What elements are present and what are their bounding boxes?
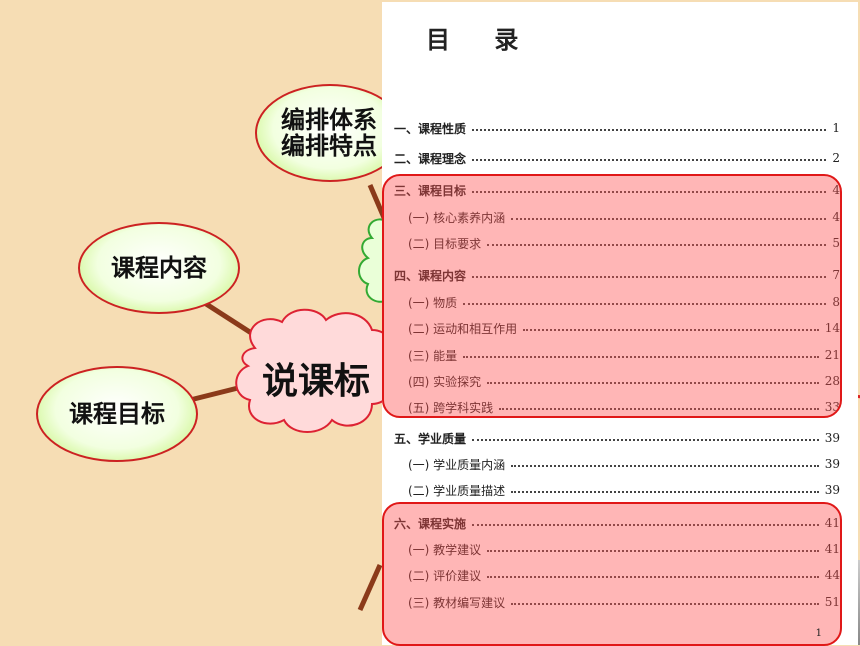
- toc-entry-leader: [463, 356, 819, 358]
- toc-entry[interactable]: (二) 评价建议 44: [408, 565, 840, 585]
- toc-entry-leader: [487, 382, 819, 384]
- toc-entry[interactable]: 二、课程理念 2: [394, 148, 840, 168]
- toc-entry[interactable]: (四) 实验探究 28: [408, 371, 840, 391]
- toc-entry[interactable]: (三) 教材编写建议 51: [408, 592, 840, 612]
- toc-entry-page: 39: [824, 431, 840, 445]
- node-compile-system-line2: 编排特点: [281, 132, 377, 160]
- toc-entry-page: 5: [832, 236, 840, 250]
- center-node-label: 说课标: [262, 361, 371, 402]
- toc-title: 目 录: [426, 25, 537, 54]
- toc-entry-label: (五) 跨学科实践: [408, 400, 494, 415]
- toc-entry-page: 44: [824, 568, 840, 582]
- toc-entry[interactable]: (二) 学业质量描述 39: [408, 480, 840, 500]
- toc-entry-page: 8: [832, 295, 840, 309]
- toc-entry-label: 五、学业质量: [394, 431, 467, 446]
- toc-entry-label: (一) 核心素养内涵: [408, 210, 506, 225]
- node-course-content-label: 课程内容: [111, 253, 207, 282]
- highlight-implementation: [382, 502, 842, 646]
- toc-entry[interactable]: 四、课程内容 7: [394, 265, 840, 285]
- toc-entry-leader: [487, 244, 827, 246]
- toc-entry-label: (二) 学业质量描述: [408, 483, 506, 498]
- toc-footer-page: 1: [815, 628, 822, 639]
- toc-entry-label: (一) 物质: [408, 295, 458, 310]
- toc-entry[interactable]: (一) 物质 8: [408, 292, 840, 312]
- center-cloud-shape: [235, 218, 395, 433]
- toc-entry-page: 4: [832, 210, 840, 224]
- toc-entry-label: 六、课程实施: [394, 516, 467, 531]
- toc-entry-page: 41: [824, 542, 840, 556]
- toc-entry-label: (二) 评价建议: [408, 568, 482, 583]
- toc-document: 目 录 一、课程性质 1 二、课程理念 2 三、课程目标 4(一) 核心素养内涵 4 (二) …: [382, 2, 858, 646]
- toc-entry-leader: [511, 218, 827, 220]
- toc-entry[interactable]: (一) 学业质量内涵 39: [408, 454, 840, 474]
- node-course-goal[interactable]: 课程目标: [36, 366, 198, 462]
- toc-entry-label: (三) 教材编写建议: [408, 595, 506, 610]
- toc-entry-leader: [511, 465, 819, 467]
- toc-entry-label: 一、课程性质: [394, 121, 467, 136]
- toc-entry[interactable]: 一、课程性质 1: [394, 118, 840, 138]
- toc-entry-label: (四) 实验探究: [408, 374, 482, 389]
- toc-entry-leader: [472, 276, 827, 278]
- toc-entry-leader: [472, 524, 819, 526]
- toc-entry-page: 7: [832, 268, 840, 282]
- toc-entry-page: 1: [832, 121, 840, 135]
- toc-entry-label: (一) 学业质量内涵: [408, 457, 506, 472]
- toc-entry-label: 三、课程目标: [394, 183, 467, 198]
- toc-entry-page: 39: [824, 483, 840, 497]
- toc-entry-leader: [511, 491, 819, 493]
- toc-entry-leader: [523, 329, 819, 331]
- toc-entry-leader: [472, 159, 827, 161]
- toc-entry-label: (一) 教学建议: [408, 542, 482, 557]
- toc-entry[interactable]: (二) 目标要求 5: [408, 233, 840, 253]
- toc-entry-label: (二) 目标要求: [408, 236, 482, 251]
- toc-entry-leader: [472, 129, 827, 131]
- toc-entry-label: 二、课程理念: [394, 151, 467, 166]
- toc-entry-page: 21: [824, 348, 840, 362]
- toc-entry-leader: [472, 439, 819, 441]
- node-course-content[interactable]: 课程内容: [78, 222, 240, 314]
- toc-entry[interactable]: (二) 运动和相互作用 14: [408, 318, 840, 338]
- toc-entry[interactable]: (一) 核心素养内涵 4: [408, 207, 840, 227]
- toc-entry-leader: [487, 550, 819, 552]
- toc-entry-page: 39: [824, 457, 840, 471]
- toc-entry-leader: [463, 303, 827, 305]
- toc-entry-page: 28: [824, 374, 840, 388]
- toc-entry-page: 14: [824, 321, 840, 335]
- toc-entry-leader: [472, 191, 827, 193]
- toc-entry-label: 四、课程内容: [394, 268, 467, 283]
- toc-entry-leader: [499, 408, 819, 410]
- toc-entry[interactable]: (三) 能量 21: [408, 345, 840, 365]
- connector-bottom: [357, 563, 383, 612]
- toc-entry-label: (三) 能量: [408, 348, 458, 363]
- highlight-goal-content: [382, 174, 842, 418]
- toc-entry-page: 51: [824, 595, 840, 609]
- toc-entry-label: (二) 运动和相互作用: [408, 321, 518, 336]
- toc-entry[interactable]: 五、学业质量 39: [394, 428, 840, 448]
- node-course-goal-label: 课程目标: [69, 399, 165, 428]
- toc-entry-page: 2: [832, 151, 840, 165]
- toc-entry-leader: [511, 603, 819, 605]
- toc-entry-leader: [487, 576, 819, 578]
- node-compile-system-line1: 编排体系: [281, 105, 377, 134]
- toc-entry[interactable]: (一) 教学建议 41: [408, 539, 840, 559]
